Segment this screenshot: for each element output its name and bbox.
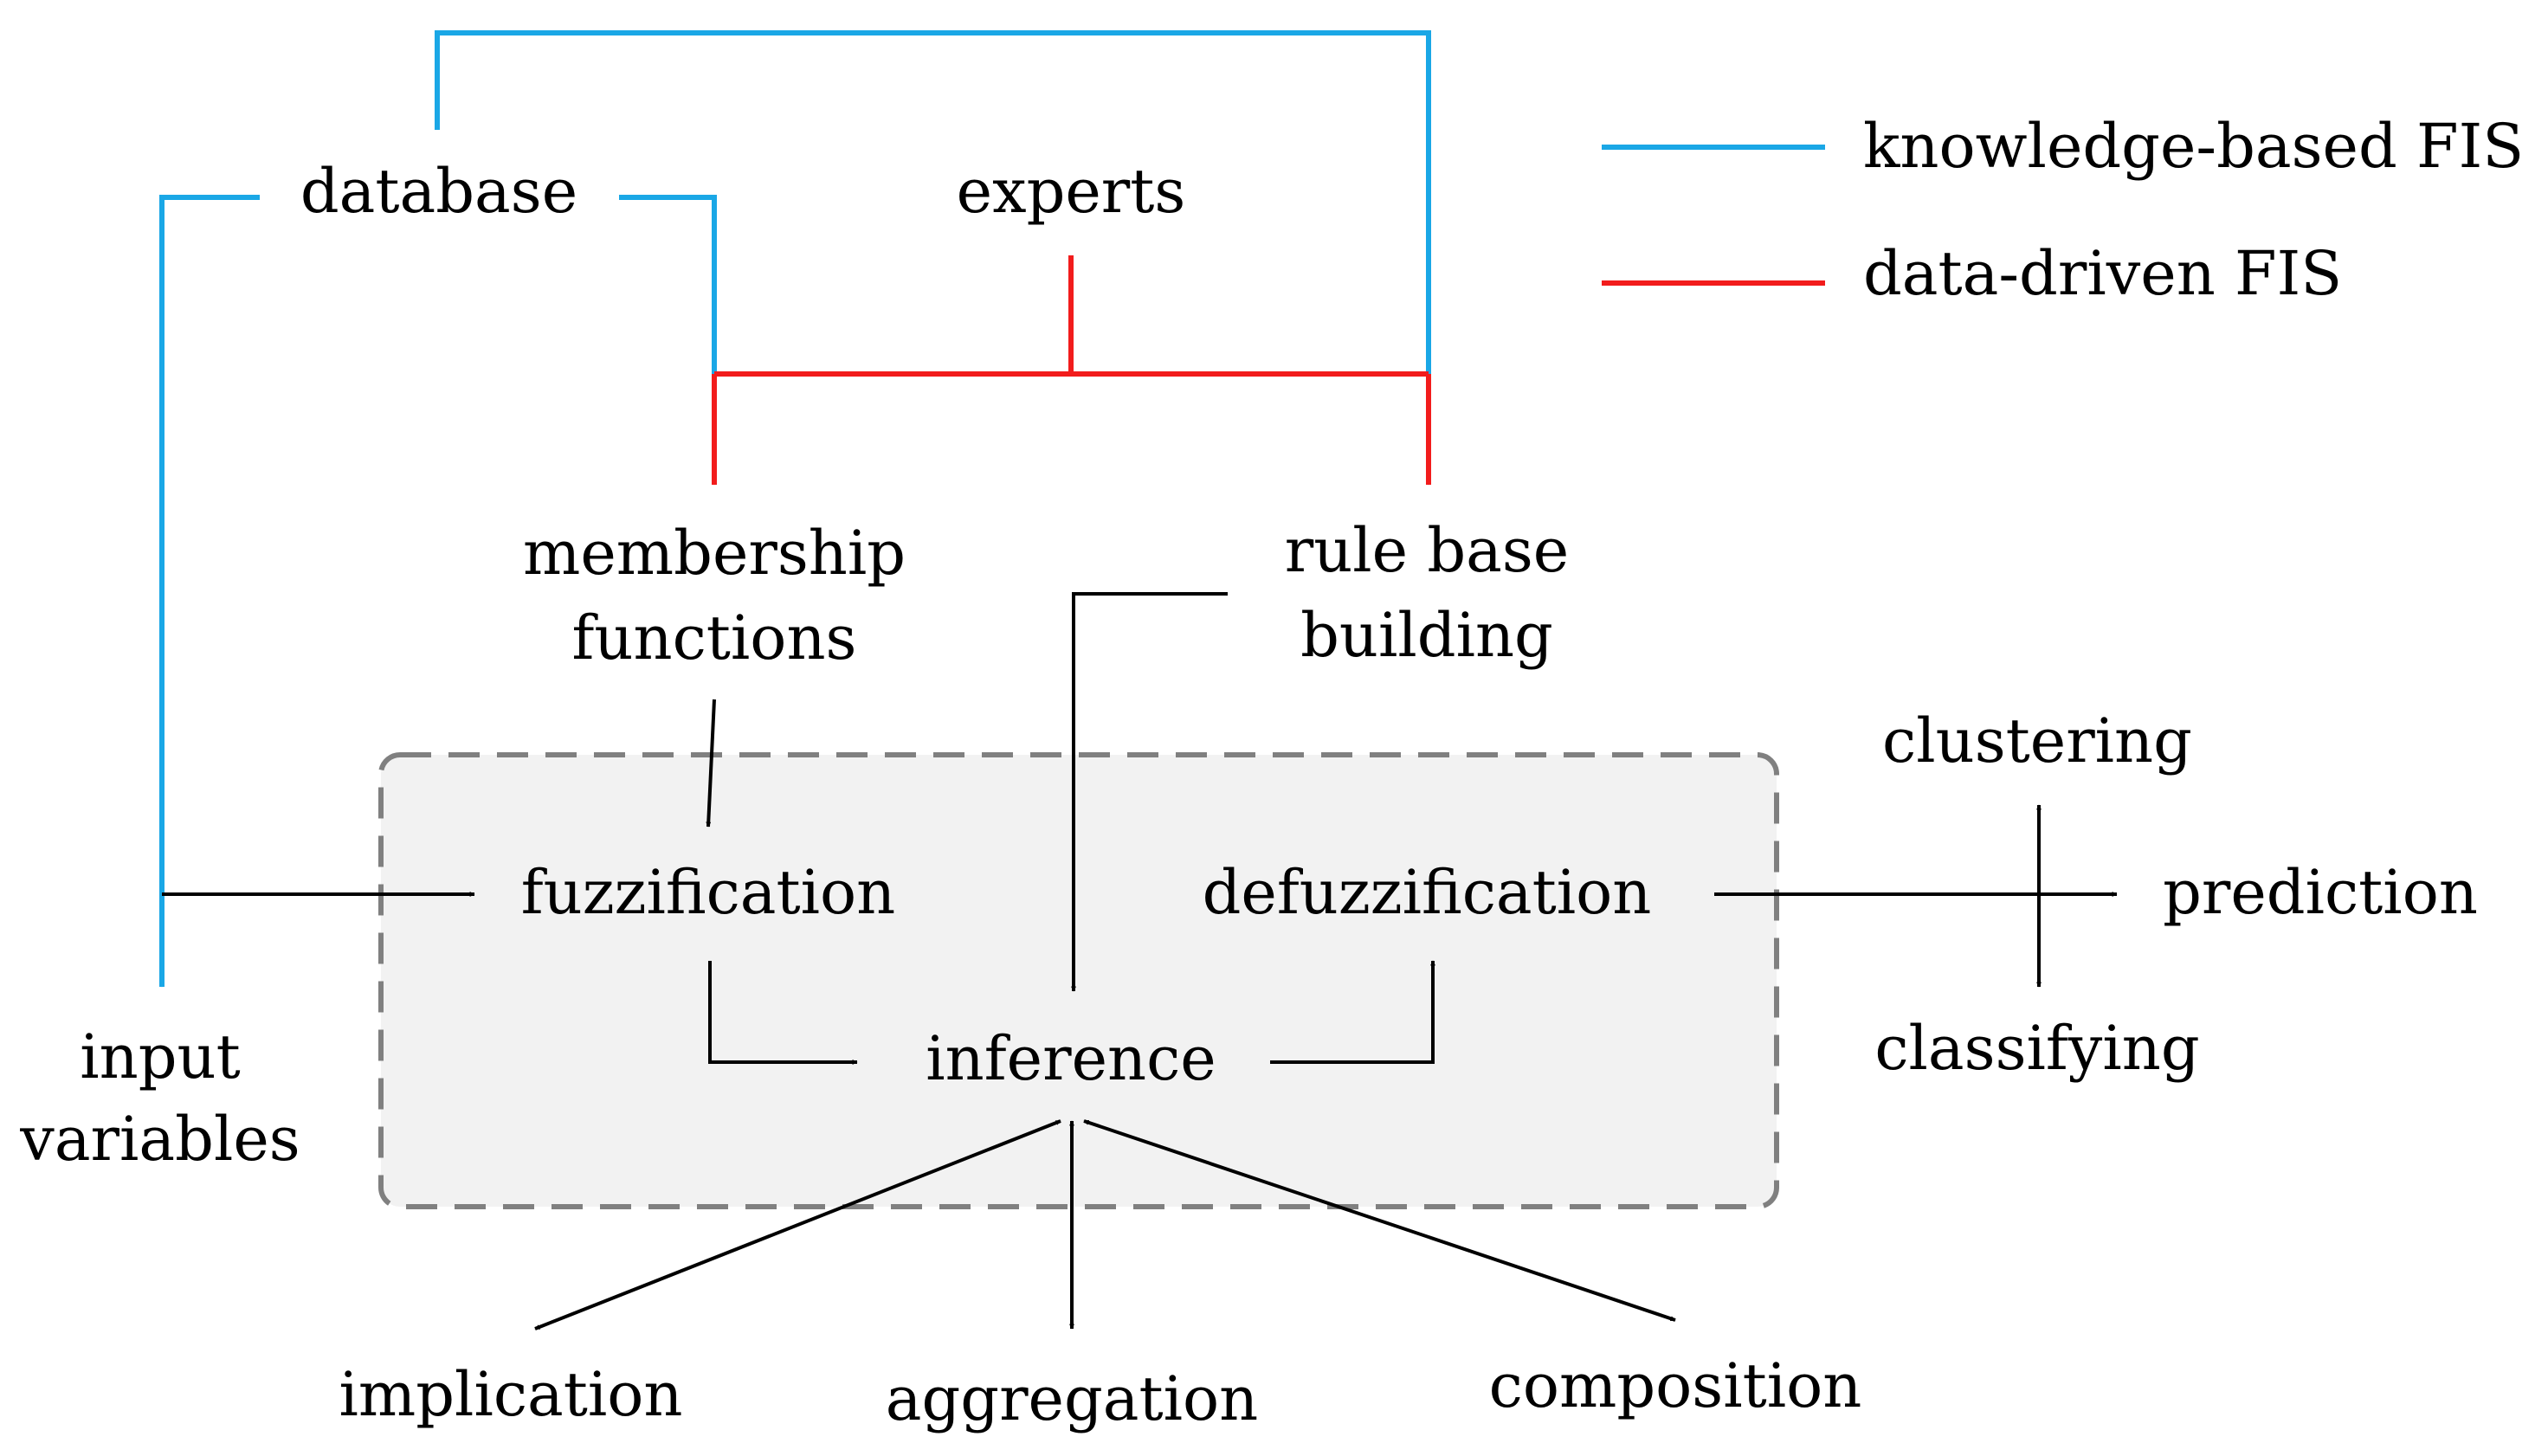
- node-labels: database experts membership functions ru…: [19, 156, 2478, 1434]
- legend-knowledge-label: knowledge-based FIS: [1863, 111, 2524, 182]
- fis-process-box: [378, 752, 1779, 1209]
- inference-to-defuzzification-arrow: [1270, 960, 1435, 1064]
- experts-label: experts: [957, 156, 1186, 227]
- database-to-membership-line: [619, 195, 717, 374]
- database-label: database: [300, 156, 577, 227]
- implication-label: implication: [339, 1359, 682, 1430]
- prediction-label: prediction: [2163, 857, 2478, 928]
- inference-label: inference: [926, 1023, 1216, 1094]
- rule-base-building-label-line1: rule base: [1285, 515, 1570, 586]
- clustering-label: clustering: [1882, 705, 2192, 776]
- data-driven-connectors: [712, 255, 1431, 486]
- classifying-label: classifying: [1874, 1013, 2199, 1084]
- legend: knowledge-based FIS data-driven FIS: [1602, 111, 2524, 309]
- process-arrows: [162, 592, 2118, 1330]
- membership-functions-label-line2: functions: [572, 602, 857, 673]
- database-to-input-arrow: [159, 195, 260, 988]
- rulebase-to-inference-arrow: [1071, 592, 1228, 992]
- rule-base-building-label-line2: building: [1300, 600, 1553, 671]
- membership-functions-label-line1: membership: [523, 518, 906, 589]
- composition-label: composition: [1489, 1350, 1862, 1421]
- knowledge-connectors: [159, 30, 1431, 988]
- fuzzification-to-inference-arrow: [708, 961, 858, 1065]
- legend-data-label: data-driven FIS: [1863, 238, 2342, 309]
- membership-to-fuzzification-arrow: [706, 699, 716, 828]
- fuzzification-label: fuzzification: [521, 857, 896, 928]
- input-variables-label-line1: input: [80, 1021, 241, 1092]
- inference-composition-arrow: [1083, 1119, 1676, 1322]
- inference-implication-arrow: [534, 1119, 1061, 1330]
- defuzzification-label: defuzzification: [1203, 857, 1652, 928]
- input-variables-label-line2: variables: [19, 1104, 300, 1175]
- database-to-rulebase-line: [435, 30, 1431, 374]
- aggregation-label: aggregation: [886, 1363, 1259, 1434]
